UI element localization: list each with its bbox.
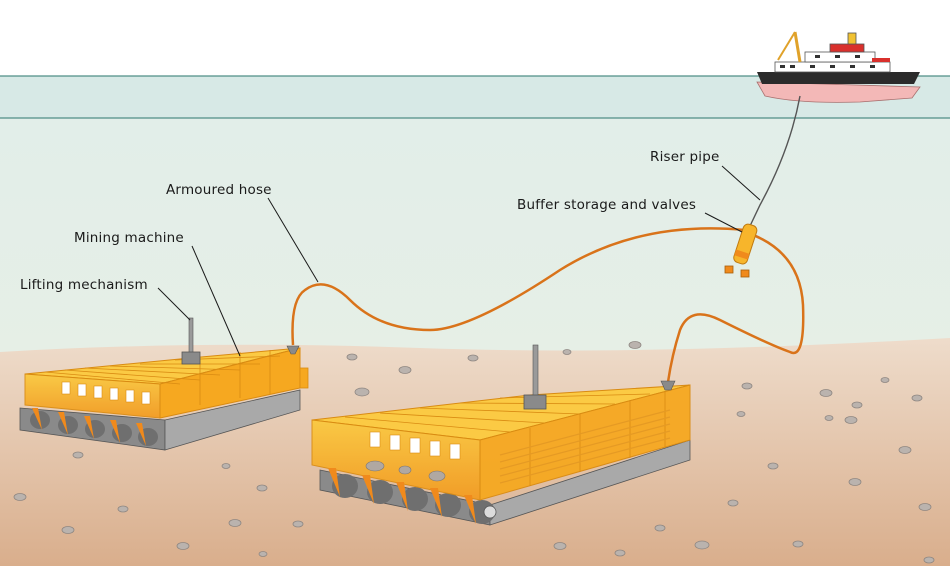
buffer-canister-icon: [724, 223, 758, 278]
armoured-hose: [291, 227, 746, 346]
label-buffer-storage: Buffer storage and valves: [517, 197, 697, 213]
leader-lines: [157, 165, 761, 357]
label-mining-machine: Mining machine: [74, 230, 184, 246]
hose-buffer-to-machine2: [666, 230, 805, 383]
riser-pipe: [749, 95, 801, 227]
label-riser-pipe: Riser pipe: [650, 149, 720, 165]
research-vessel-icon: [756, 31, 921, 103]
label-armoured-hose: Armoured hose: [166, 182, 272, 198]
nodules: [13, 341, 935, 564]
mining-machine-1: [19, 317, 309, 451]
label-lifting-mechanism: Lifting mechanism: [20, 277, 148, 293]
mining-machine-2: [311, 344, 691, 526]
water-column: [0, 118, 950, 368]
